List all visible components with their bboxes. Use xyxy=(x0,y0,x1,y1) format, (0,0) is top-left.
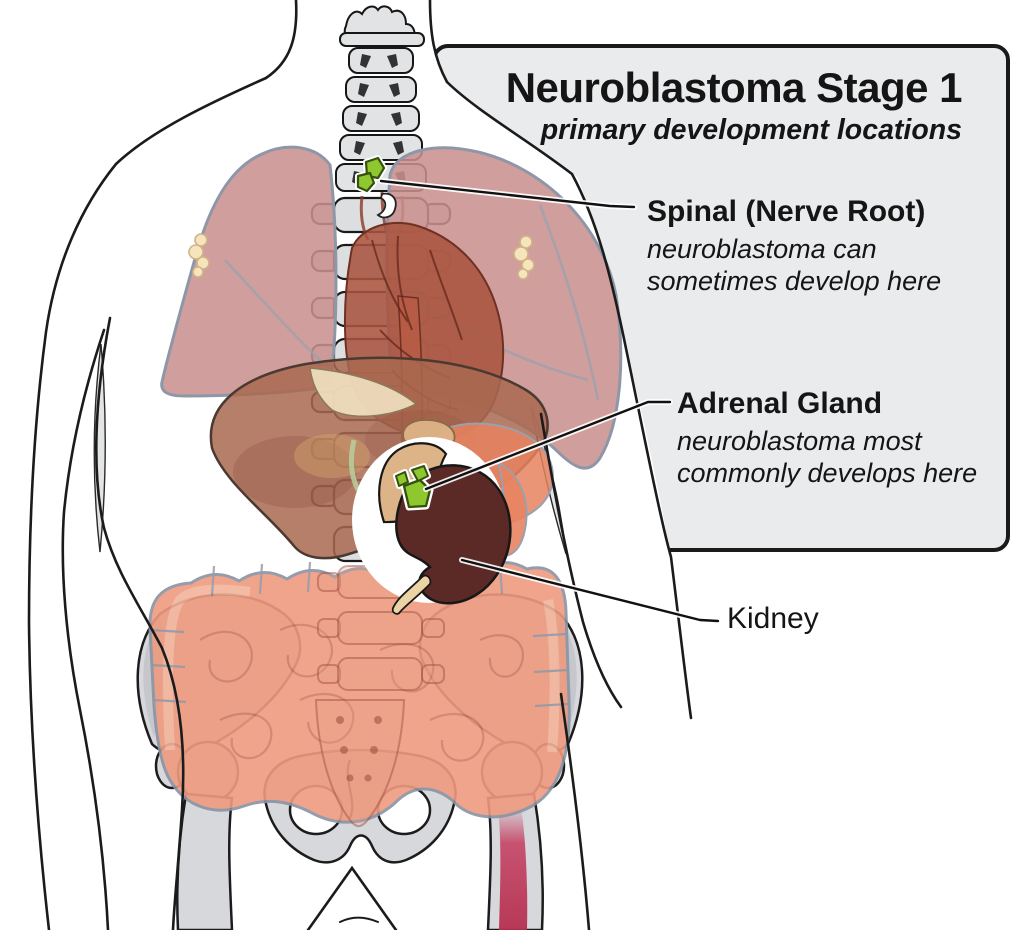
haustra-lines xyxy=(149,561,569,708)
annotation-spinal-desc2: sometimes develop here xyxy=(647,266,942,296)
info-panel-header: Neuroblastoma Stage 1 primary developmen… xyxy=(505,64,963,147)
rib-highlight xyxy=(376,192,397,219)
leader-kidney xyxy=(460,558,720,623)
page-title: Neuroblastoma Stage 1 xyxy=(505,64,963,111)
small-bowel-texture xyxy=(199,623,525,819)
body-outline xyxy=(27,0,693,930)
lymph-nodes xyxy=(188,233,535,280)
leader-lines xyxy=(378,178,721,624)
ureter-graphic xyxy=(391,574,432,615)
annotation-spinal-desc1: neuroblastoma can xyxy=(647,234,877,264)
annotation-spinal: Spinal (Nerve Root) neuroblastoma can so… xyxy=(647,194,941,297)
annotation-kidney: Kidney xyxy=(727,602,819,635)
leader-adrenal xyxy=(424,400,672,491)
adrenal-tumor-nodules xyxy=(393,463,434,511)
bile-duct-graphic xyxy=(348,439,361,492)
annotation-spinal-title: Spinal (Nerve Root) xyxy=(647,195,926,228)
spinal-tumor-nodules xyxy=(355,155,397,219)
gallbladder-graphic xyxy=(294,434,370,478)
page-subtitle: primary development locations xyxy=(540,114,962,146)
annotation-adrenal-desc2: commonly develops here xyxy=(677,458,978,488)
lumbar-sacrum-hints xyxy=(314,565,445,828)
leader-spinal xyxy=(379,179,636,209)
annotation-adrenal-desc1: neuroblastoma most xyxy=(677,426,922,456)
sacral-foramina xyxy=(336,716,382,782)
falciform-ligament xyxy=(309,367,418,417)
annotation-adrenal-title: Adrenal Gland xyxy=(677,387,883,420)
femur-left xyxy=(176,792,234,930)
intestines-graphic xyxy=(148,561,571,824)
femur-marrow-highlight xyxy=(498,806,528,930)
annotation-adrenal: Adrenal Gland neuroblastoma most commonl… xyxy=(677,386,977,489)
